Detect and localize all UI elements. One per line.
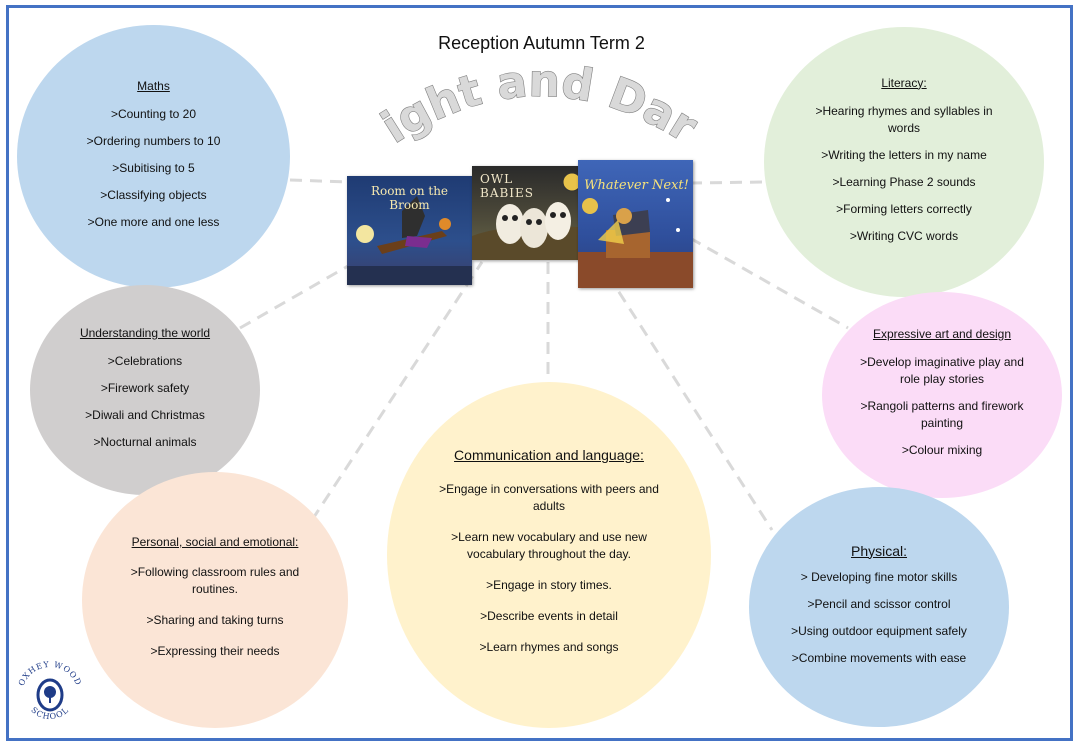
maths-heading: Maths bbox=[137, 78, 170, 93]
maths-circle: Maths >Counting to 20 >Ordering numbers … bbox=[17, 25, 290, 288]
page-border bbox=[6, 5, 1073, 741]
personal-item: >Expressing their needs bbox=[150, 643, 280, 658]
svg-text:SCHOOL: SCHOOL bbox=[29, 705, 70, 721]
expressive-heading: Expressive art and design bbox=[872, 327, 1012, 341]
communication-circle: Communication and language: >Engage in c… bbox=[387, 382, 711, 728]
expressive-art-circle: Expressive art and design >Develop imagi… bbox=[822, 292, 1062, 498]
physical-heading: Physical: bbox=[850, 542, 908, 559]
communication-item: >Learn rhymes and songs bbox=[479, 640, 619, 654]
literacy-item: >Writing CVC words bbox=[849, 228, 959, 243]
world-item: >Celebrations bbox=[107, 353, 183, 368]
book-room-on-the-broom: Room on the Broom bbox=[347, 176, 472, 285]
book-cover-art bbox=[347, 196, 472, 285]
book-cover-art bbox=[578, 198, 693, 288]
understanding-world-circle: Understanding the world >Celebrations >F… bbox=[30, 285, 260, 495]
book-title-room: Room on the Broom bbox=[370, 184, 449, 212]
book-title-owl: OWL BABIES bbox=[480, 172, 535, 200]
physical-item: >Using outdoor equipment safely bbox=[791, 623, 967, 638]
maths-item: >Subitising to 5 bbox=[112, 160, 195, 175]
literacy-item: >Writing the letters in my name bbox=[821, 147, 987, 162]
physical-item: >Combine movements with ease bbox=[791, 650, 967, 665]
topic-title-text: Light and Dark bbox=[370, 55, 706, 153]
communication-item: >Describe events in detail bbox=[480, 609, 618, 623]
physical-item: > Developing fine motor skills bbox=[800, 569, 958, 584]
maths-item: >Counting to 20 bbox=[110, 106, 197, 121]
expressive-item: >Colour mixing bbox=[901, 443, 983, 457]
literacy-item: >Learning Phase 2 sounds bbox=[832, 174, 976, 189]
maths-item: >Classifying objects bbox=[100, 187, 207, 202]
communication-item: >Learn new vocabulary and use new vocabu… bbox=[451, 530, 647, 561]
world-item: >Diwali and Christmas bbox=[85, 407, 205, 422]
physical-circle: Physical: > Developing fine motor skills… bbox=[749, 487, 1009, 727]
literacy-circle: Literacy: >Hearing rhymes and syllables … bbox=[764, 27, 1044, 297]
book-whatever-next: Whatever Next! bbox=[578, 160, 693, 288]
communication-heading: Communication and language: bbox=[454, 447, 644, 463]
literacy-heading: Literacy: bbox=[881, 75, 927, 90]
book-owl-babies: OWL BABIES bbox=[472, 166, 589, 260]
expressive-item: >Rangoli patterns and firework painting bbox=[860, 399, 1024, 430]
personal-heading: Personal, social and emotional: bbox=[131, 534, 299, 549]
personal-item: >Sharing and taking turns bbox=[146, 612, 284, 627]
physical-item: >Pencil and scissor control bbox=[807, 596, 951, 611]
maths-item: >Ordering numbers to 10 bbox=[86, 133, 221, 148]
world-item: >Nocturnal animals bbox=[93, 434, 197, 449]
book-title-next: Whatever Next! bbox=[584, 178, 689, 193]
communication-item: >Engage in story times. bbox=[486, 578, 612, 592]
world-heading: Understanding the world bbox=[79, 325, 211, 340]
communication-item: >Engage in conversations with peers and … bbox=[439, 482, 659, 513]
literacy-item: >Hearing rhymes and syllables in words bbox=[815, 103, 993, 135]
personal-social-circle: Personal, social and emotional: >Followi… bbox=[82, 472, 348, 728]
expressive-item: >Develop imaginative play and role play … bbox=[860, 355, 1024, 386]
svg-text:OXHEY WOOD: OXHEY WOOD bbox=[17, 660, 83, 687]
book-cover-art bbox=[472, 172, 589, 260]
school-logo: OXHEY WOOD SCHOOL bbox=[17, 660, 83, 721]
literacy-item: >Forming letters correctly bbox=[836, 201, 972, 216]
personal-item: >Following classroom rules and routines. bbox=[130, 564, 300, 596]
topic-title: Light and Dark bbox=[370, 55, 706, 154]
maths-item: >One more and one less bbox=[87, 214, 220, 229]
term-title: Reception Autumn Term 2 bbox=[438, 33, 645, 53]
world-item: >Firework safety bbox=[100, 380, 190, 395]
